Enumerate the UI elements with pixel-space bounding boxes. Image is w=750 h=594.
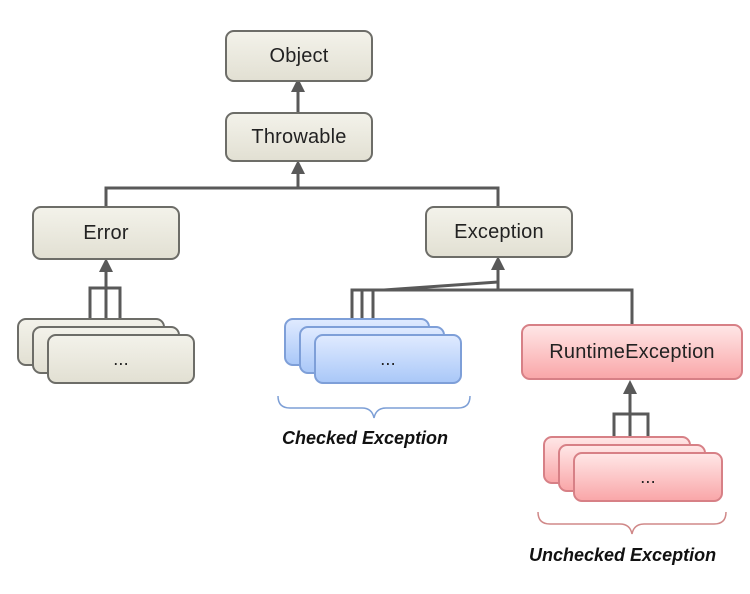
exception-class-box: Exception (425, 206, 573, 258)
checked-subclass-box-front: ... (314, 334, 462, 384)
exception-label: Exception (454, 220, 544, 243)
throwable-class-box: Throwable (225, 112, 373, 162)
object-label: Object (269, 44, 329, 67)
runtime-exception-label: RuntimeException (549, 340, 715, 363)
checked-subclasses-ellipsis: ... (380, 348, 396, 369)
unchecked-exception-caption: Unchecked Exception (529, 545, 717, 565)
error-subclass-box-front: ... (47, 334, 195, 384)
error-label: Error (83, 221, 129, 244)
unchecked-subclasses-ellipsis: ... (640, 466, 656, 487)
runtime-exception-class-box: RuntimeException (521, 324, 743, 380)
throwable-label: Throwable (251, 125, 347, 148)
unchecked-subclass-box-front: ... (573, 452, 723, 502)
checked-exception-caption: Checked Exception (282, 428, 449, 448)
error-subclasses-ellipsis: ... (113, 348, 129, 369)
error-class-box: Error (32, 206, 180, 260)
object-class-box: Object (225, 30, 373, 82)
